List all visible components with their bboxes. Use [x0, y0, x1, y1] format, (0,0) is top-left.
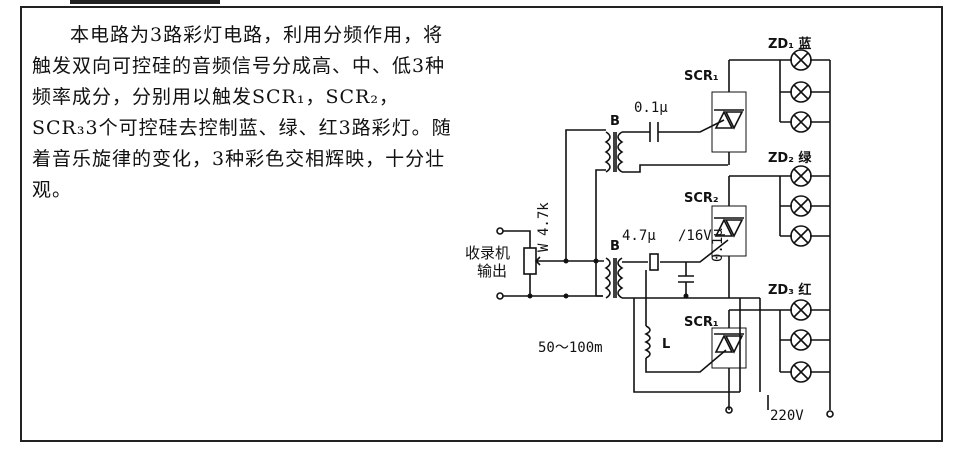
- transformer-mid: B: [604, 239, 624, 299]
- pot-value: 4.7k: [536, 202, 552, 236]
- lamp-blue-2: [790, 81, 812, 103]
- transformer-mid-label: B: [610, 239, 620, 254]
- mains-label: 220V: [770, 408, 804, 424]
- scr-mid-label: SCR₂: [684, 191, 719, 206]
- lamp-red-2: [790, 329, 812, 351]
- top-edge-mark: [70, 0, 220, 4]
- scr-mid: SCR₂: [684, 176, 747, 298]
- scr-top: SCR₁: [684, 60, 747, 165]
- lamp-red-1: [790, 299, 812, 321]
- figure-frame: [20, 6, 943, 442]
- lamp-red-3: [790, 361, 812, 383]
- input-terminal-top: [496, 227, 504, 235]
- input-label-2: 输出: [477, 262, 507, 280]
- potentiometer: 4.7k W: [503, 202, 603, 297]
- input-label-1: 收录机: [465, 244, 510, 262]
- lamp-group-red: ZD₃ 红: [768, 282, 830, 383]
- cap-mid-label: 4.7μ: [622, 228, 656, 244]
- lamp-blue-1: [790, 49, 812, 71]
- transformer-top: B: [604, 114, 624, 173]
- input-terminal-bottom: [496, 292, 504, 300]
- lamp-group-green: ZD₂ 绿: [768, 150, 830, 247]
- zd2-label: ZD₂ 绿: [768, 150, 812, 166]
- lamp-green-2: [790, 195, 812, 217]
- scr-bot-label: SCR₁: [684, 315, 719, 330]
- scr-bot: SCR₁: [684, 310, 747, 392]
- lamp-blue-3: [790, 111, 812, 133]
- cable-length-label: 50～100m: [538, 340, 603, 356]
- lamp-green-3: [790, 225, 812, 247]
- zd3-label: ZD₃ 红: [768, 282, 811, 298]
- transformer-top-label: B: [610, 114, 620, 129]
- circuit-description: 本电路为3路彩灯电路，利用分频作用，将触发双向可控硅的音频信号分成高、中、低3种…: [32, 20, 452, 206]
- description-text: 本电路为3路彩灯电路，利用分频作用，将触发双向可控硅的音频信号分成高、中、低3种…: [32, 24, 452, 201]
- mains-terminal-left: [725, 406, 733, 414]
- zd1-label: ZD₁ 蓝: [768, 36, 811, 52]
- cap-mid-rating: /16V: [678, 228, 712, 244]
- scr-top-label: SCR₁: [684, 69, 719, 84]
- lamp-group-blue: ZD₁ 蓝: [768, 36, 830, 133]
- pot-w: W: [536, 243, 552, 252]
- lamp-green-1: [790, 165, 812, 187]
- mains-terminal-right: [826, 410, 834, 418]
- cap-high-label: 0.1μ: [634, 100, 668, 116]
- inductor-label: L: [662, 337, 670, 352]
